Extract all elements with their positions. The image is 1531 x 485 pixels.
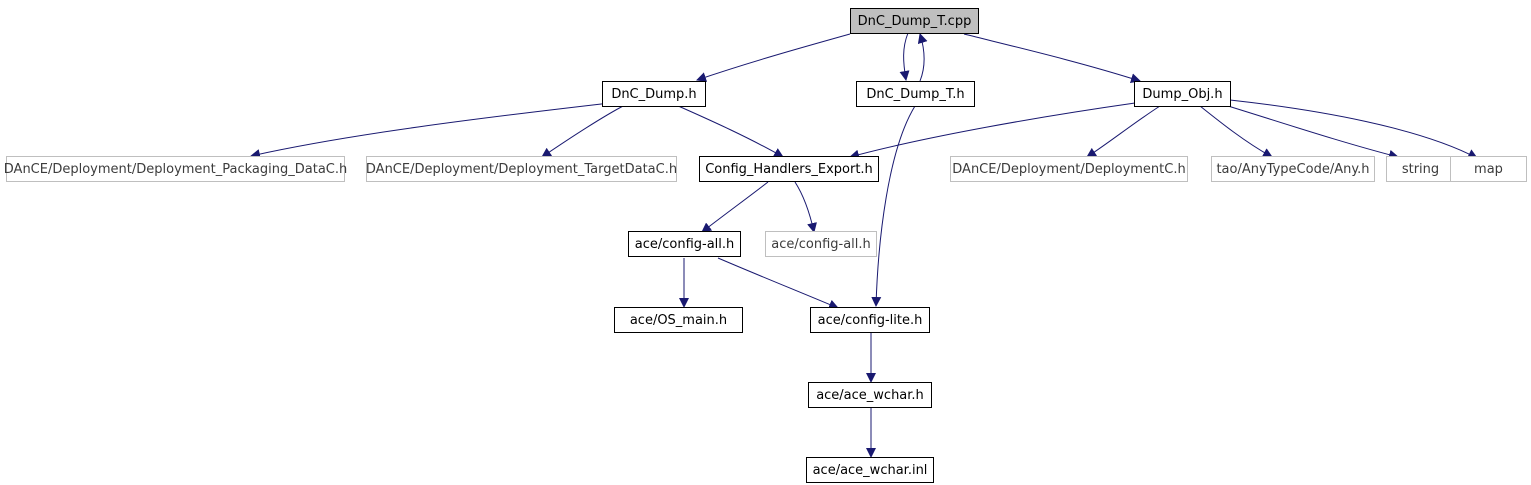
edge-dnc-dump-h-to-config-handlers xyxy=(675,104,784,158)
edge-config-all-to-config-lite xyxy=(717,257,839,310)
node-packaging-datac-h[interactable]: DAnCE/Deployment/Deployment_Packaging_Da… xyxy=(4,156,347,182)
node-map[interactable]: map xyxy=(1450,156,1527,182)
edge-config-handlers-to-config-all xyxy=(701,181,769,233)
edge-dump-obj-to-any xyxy=(1199,105,1273,158)
node-os-main-h[interactable]: ace/OS_main.h xyxy=(614,307,743,333)
node-ace-wchar-h[interactable]: ace/ace_wchar.h xyxy=(808,382,932,408)
edge-cpp-to-dnc-dump-h xyxy=(696,33,851,82)
node-config-all-h-external[interactable]: ace/config-all.h xyxy=(765,231,877,257)
edge-dnc-dump-h-to-targetdata xyxy=(541,104,626,158)
edge-cpp-to-dump-obj-h xyxy=(963,33,1141,84)
node-dnc-dump-t-h[interactable]: DnC_Dump_T.h xyxy=(856,81,975,107)
node-string[interactable]: string xyxy=(1386,156,1455,182)
edge-dump-obj-to-string xyxy=(1227,105,1399,160)
node-config-handlers-export-h[interactable]: Config_Handlers_Export.h xyxy=(699,156,879,182)
edge-cpp-to-dnc-dump-t-h xyxy=(899,32,910,81)
edge-config-handlers-to-config-all-ext xyxy=(794,181,817,233)
node-dump-obj-h[interactable]: Dump_Obj.h xyxy=(1134,81,1231,107)
edge-dump-obj-to-deploymentc xyxy=(1086,105,1161,158)
node-any-h[interactable]: tao/AnyTypeCode/Any.h xyxy=(1211,156,1375,182)
edge-dump-obj-to-map xyxy=(1229,99,1478,159)
edge-dump-obj-to-config-handlers xyxy=(849,102,1136,160)
edge-dnc-dump-t-h-to-config-lite xyxy=(871,105,916,307)
edge-dnc-dump-t-h-to-cpp xyxy=(917,33,928,82)
node-config-lite-h[interactable]: ace/config-lite.h xyxy=(810,307,930,333)
node-dnc-dump-h[interactable]: DnC_Dump.h xyxy=(602,81,706,107)
node-dnc-dump-t-cpp[interactable]: DnC_Dump_T.cpp xyxy=(850,8,979,34)
node-config-all-h[interactable]: ace/config-all.h xyxy=(628,231,741,257)
node-ace-wchar-inl[interactable]: ace/ace_wchar.inl xyxy=(806,457,934,483)
node-target-datac-h[interactable]: DAnCE/Deployment/Deployment_TargetDataC.… xyxy=(366,156,677,182)
edge-dnc-dump-h-to-packaging xyxy=(250,102,611,159)
node-deploymentc-h[interactable]: DAnCE/Deployment/DeploymentC.h xyxy=(950,156,1188,182)
